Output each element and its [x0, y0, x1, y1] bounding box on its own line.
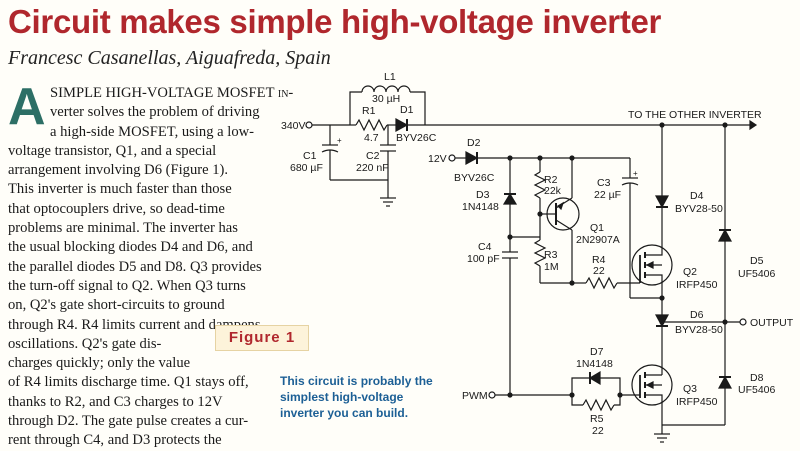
svg-text:+: + [337, 136, 342, 145]
label-q1-name: Q1 [590, 222, 604, 234]
label-d7-name: D7 [590, 346, 604, 358]
label-d1-name: D1 [400, 104, 414, 116]
label-d6-value: BYV28-50 [675, 324, 723, 336]
label-c2-name: C2 [366, 150, 380, 162]
label-r5-value: 22 [592, 425, 604, 437]
body-line: voltage transistor, Q1, and a special [8, 142, 217, 159]
body-line: through D2. The gate pulse creates a cur… [8, 413, 249, 430]
label-q2-value: IRFP450 [676, 279, 718, 291]
terminal-pwm [488, 391, 496, 399]
label-d2-name: D2 [467, 137, 481, 149]
label-d1-value: BYV26C [396, 132, 437, 144]
diode-d5 [717, 228, 733, 242]
label-c1-value: 680 µF [290, 162, 323, 174]
body-line: This inverter is much faster than those [8, 181, 232, 198]
arrow-other-inverter [749, 119, 758, 131]
diode-d4 [654, 195, 670, 209]
label-c1-name: C1 [303, 150, 317, 162]
caption-line: simplest high-voltage [280, 390, 404, 404]
terminal-12v [448, 154, 456, 162]
label-c3-name: C3 [597, 177, 611, 189]
label-r2-name: R2 [544, 174, 558, 186]
article-title: Circuit makes simple high-voltage invert… [8, 3, 662, 40]
label-c4-name: C4 [478, 241, 492, 253]
label-d5-name: D5 [750, 255, 764, 267]
label-c2-value: 220 nF [356, 162, 389, 174]
label-12v: 12V [428, 153, 447, 165]
label-d6-name: D6 [690, 309, 704, 321]
inductor-l1 [361, 85, 411, 93]
article-body: A SIMPLE HIGH-VOLTAGE MOSFET in- verter … [8, 78, 294, 451]
body-line: charges quickly; only the value [8, 355, 191, 372]
body-line: SIMPLE HIGH-VOLTAGE MOSFET in- [50, 85, 294, 101]
label-r3-name: R3 [544, 249, 558, 261]
label-l1-value: 30 µH [372, 93, 400, 105]
body-line: rent through C4, and D3 protects the [8, 432, 222, 449]
resistor-r4 [585, 276, 618, 290]
terminal-output [739, 318, 747, 326]
body-line: the usual blocking diodes D4 and D6, and [8, 239, 253, 256]
label-d7-value: 1N4148 [576, 358, 613, 370]
body-line: arrangement involving D6 (Figure 1). [8, 162, 229, 179]
drop-cap: A [8, 78, 46, 136]
label-r3-value: 1M [544, 261, 559, 273]
caption-line: inverter you can build. [280, 406, 409, 420]
body-line: through R4. R4 limits current and dampen… [8, 316, 261, 333]
label-c3-value: 22 µF [594, 189, 621, 201]
terminal-340v [305, 121, 313, 129]
diode-d8 [717, 375, 733, 389]
body-line: of R4 limits discharge time. Q1 stays of… [8, 374, 249, 391]
mosfet-q3 [631, 364, 673, 406]
body-line: thanks to R2, and C3 charges to 12V [8, 393, 223, 410]
body-line: the turn-off signal to Q2. When Q3 turns [8, 277, 246, 294]
resistor-r3 [533, 239, 547, 267]
body-line: the parallel diodes D5 and D8. Q3 provid… [8, 258, 262, 275]
figure-label: Figure 1 [215, 325, 309, 351]
figure-caption: This circuit is probably the simplest hi… [280, 373, 440, 421]
label-q2-name: Q2 [683, 266, 697, 278]
label-d4-name: D4 [690, 190, 704, 202]
body-line: verter solves the problem of driving [50, 104, 260, 121]
body-line: a high-side MOSFET, using a low- [50, 123, 255, 140]
label-340v: 340V [281, 120, 306, 132]
diode-d7 [588, 370, 601, 386]
label-output: OUTPUT [750, 317, 794, 329]
label-r1-name: R1 [362, 105, 376, 117]
body-line: problems are minimal. The inverter has [8, 220, 238, 237]
label-d8-value: UF5406 [738, 384, 776, 396]
label-pwm: PWM [462, 390, 488, 402]
mosfet-q2 [631, 244, 673, 286]
label-d4-value: BYV28-50 [675, 203, 723, 215]
caption-line: This circuit is probably the [280, 374, 433, 388]
transistor-q1 [546, 197, 580, 231]
label-r5-name: R5 [590, 413, 604, 425]
label-r1-value: 4.7 [364, 132, 379, 144]
label-q1-value: 2N2907A [576, 234, 620, 246]
label-d8-name: D8 [750, 372, 764, 384]
label-l1-name: L1 [384, 71, 396, 83]
label-d2-value: BYV26C [454, 172, 495, 184]
label-r4-value: 22 [593, 265, 605, 277]
label-q3-name: Q3 [683, 383, 697, 395]
label-to-other-inverter: TO THE OTHER INVERTER [628, 109, 762, 121]
body-line: on, Q2's gate short-circuits to ground [8, 297, 225, 314]
svg-text:+: + [633, 169, 638, 178]
label-q3-value: IRFP450 [676, 396, 718, 408]
article-author: Francesc Casanellas, Aiguafreda, Spain [8, 47, 331, 69]
body-line: oscillations. Q2's gate dis- [8, 335, 162, 352]
resistor-r1 [355, 118, 388, 132]
label-r4-name: R4 [592, 254, 606, 266]
label-r2-value: 22k [544, 185, 562, 197]
label-d3-value: 1N4148 [462, 201, 499, 213]
label-d5-value: UF5406 [738, 268, 776, 280]
diode-d2 [465, 150, 479, 166]
resistor-r2 [533, 171, 547, 199]
diode-d3 [502, 192, 518, 205]
resistor-r5 [582, 398, 615, 412]
label-c4-value: 100 pF [467, 253, 500, 265]
diode-d1 [395, 117, 409, 133]
body-line: that optocouplers drive, so dead-time [8, 200, 225, 217]
label-d3-name: D3 [476, 189, 490, 201]
